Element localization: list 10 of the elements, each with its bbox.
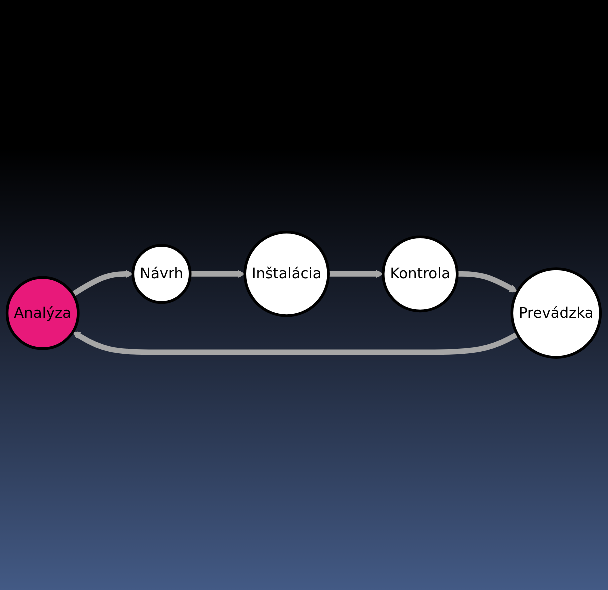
node-circle: Inštalácia [244, 231, 330, 318]
node-circle: Analýza [6, 276, 80, 350]
node-circle: Kontrola [382, 236, 459, 313]
arrow [72, 332, 519, 356]
arrow [328, 270, 384, 278]
node-circle: Prevádzka [510, 268, 602, 359]
node-circle: Návrh [132, 244, 192, 304]
arrow [457, 271, 518, 293]
arrow [72, 270, 134, 297]
arrow [190, 270, 246, 278]
